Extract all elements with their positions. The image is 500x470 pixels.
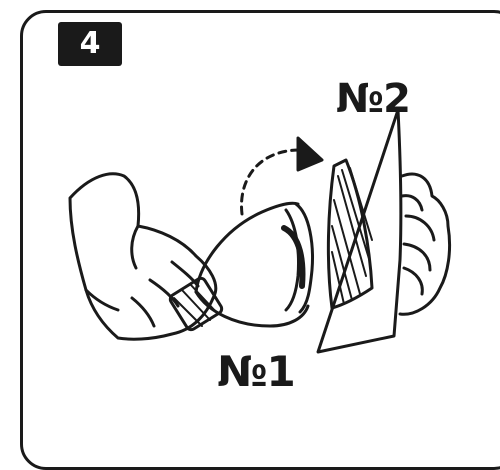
left-hand-icon <box>70 174 216 339</box>
board-icon <box>318 110 401 352</box>
dashed-arrow-icon <box>241 138 322 214</box>
scoop-icon <box>168 203 312 331</box>
item-1-label: №1 <box>217 347 295 396</box>
right-hand-icon <box>400 174 450 314</box>
item-2-label: №2 <box>336 76 410 122</box>
